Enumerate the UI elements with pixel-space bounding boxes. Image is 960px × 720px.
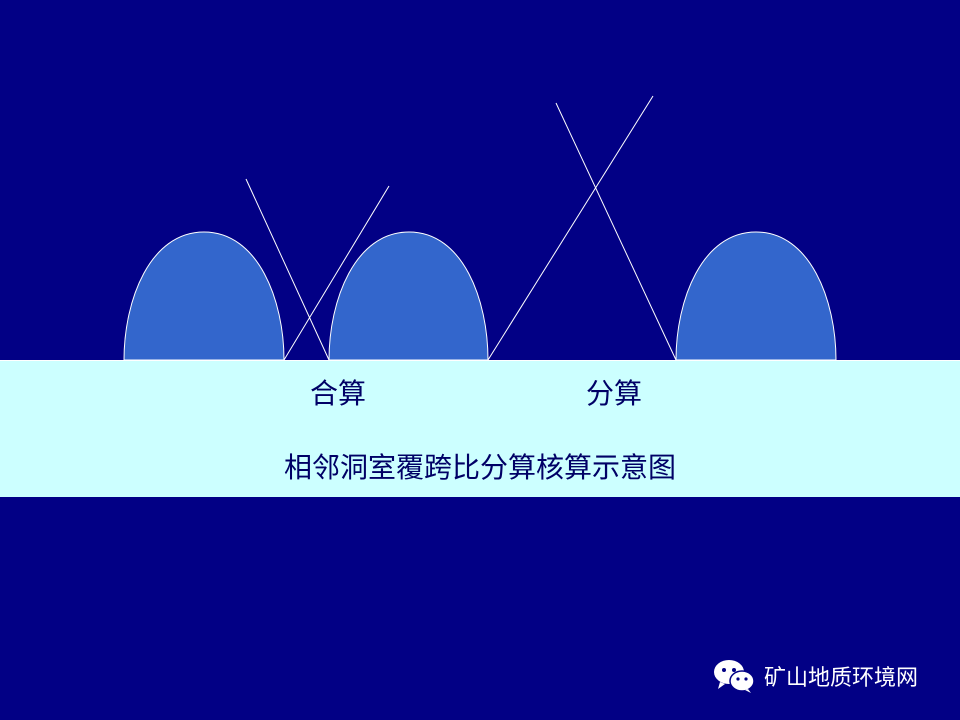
influence-line-merged-a <box>245 178 330 361</box>
label-merged: 合算 <box>310 377 367 410</box>
watermark-text: 矿山地质环境网 <box>764 666 919 691</box>
cavern-middle <box>328 231 489 361</box>
caption-text: 相邻洞室覆跨比分算核算示意图 <box>283 451 676 484</box>
label-separate: 分算 <box>586 377 643 410</box>
ground-band <box>0 360 960 497</box>
influence-line-separate-b <box>555 102 677 361</box>
diagram-caption: 相邻洞室覆跨比分算核算示意图 <box>0 446 960 486</box>
cavern-left <box>123 231 285 361</box>
watermark: 矿山地质环境网 <box>712 658 918 694</box>
influence-line-separate-a <box>487 95 654 361</box>
cavern-right <box>675 231 837 361</box>
influence-line-merged-b <box>283 185 390 361</box>
wechat-icon <box>714 660 755 693</box>
